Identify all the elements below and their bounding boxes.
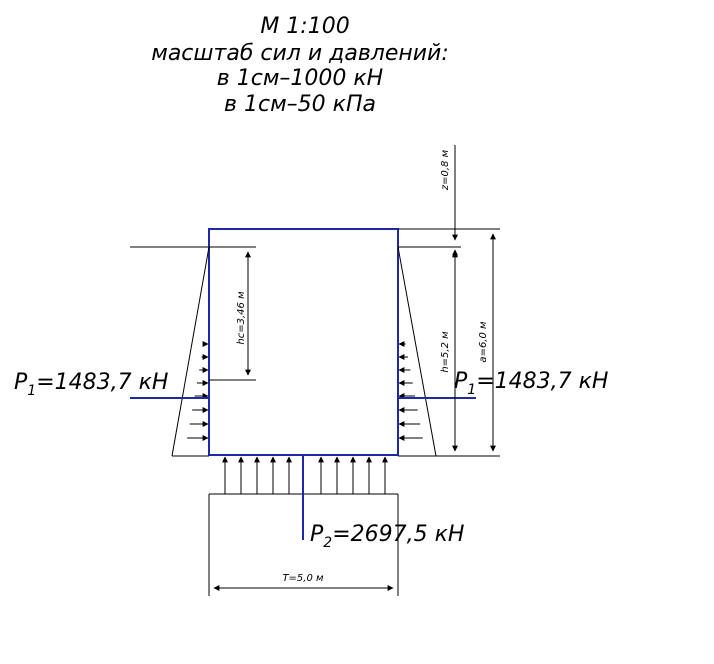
scale-label: М 1:100	[260, 14, 349, 39]
p1-right-label: P1=1483,7 кН	[454, 369, 608, 398]
h-label: h=5,2 м	[440, 331, 451, 373]
t-label: T=5,0 м	[282, 573, 324, 584]
p2-label: P2=2697,5 кН	[310, 522, 464, 551]
a-label: a=6,0 м	[478, 321, 489, 363]
scale-subtitle: масштаб сил и давлений:	[151, 41, 449, 66]
z-dimension: z=0,8 м	[440, 145, 458, 262]
h-dimension: h=5,2 м	[440, 251, 458, 452]
bottom-pressure-diagram	[209, 456, 398, 495]
pressure-scale-label: в 1см–50 кПа	[224, 92, 376, 117]
a-dimension: a=6,0 м	[478, 233, 496, 452]
hc-label: hc=3,46 м	[236, 291, 247, 345]
p1-left-label: P1=1483,7 кН	[14, 370, 168, 399]
z-label: z=0,8 м	[440, 149, 451, 191]
hc-dimension: hc=3,46 м	[209, 246, 256, 381]
t-dimension: T=5,0 м	[208, 494, 399, 596]
left-pressure-diagram	[171, 246, 210, 457]
force-scale-label: в 1см–1000 кН	[217, 66, 383, 91]
right-pressure-diagram	[397, 246, 437, 457]
